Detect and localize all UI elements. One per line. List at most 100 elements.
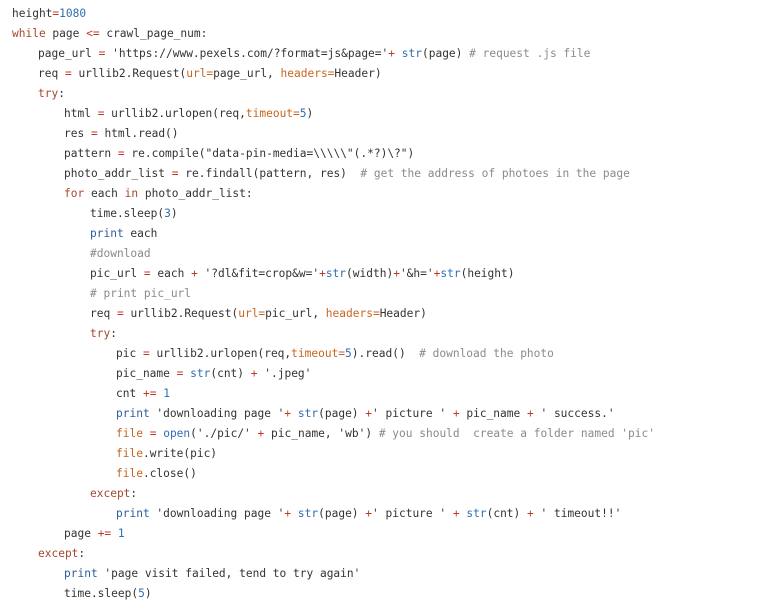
code-token-num: 3 bbox=[164, 207, 171, 220]
code-line: photo_addr_list = re.findall(pattern, re… bbox=[64, 164, 630, 184]
code-token-plain: (page) bbox=[318, 507, 366, 520]
code-token-comment: # download the photo bbox=[419, 347, 554, 360]
code-token-plain: pic bbox=[116, 347, 143, 360]
code-token-comment: # print pic_url bbox=[90, 287, 192, 300]
code-token-kw: except bbox=[90, 487, 131, 500]
code-token-op: + bbox=[452, 407, 460, 420]
code-token-plain: pic_url bbox=[90, 267, 144, 280]
code-token-op: + bbox=[527, 507, 534, 520]
code-token-plain: ) bbox=[306, 107, 314, 120]
code-line: pic_url = each + '?dl&fit=crop&w='+str(w… bbox=[90, 264, 514, 284]
code-token-plain: time.sleep( bbox=[64, 587, 139, 600]
code-line: while page <= crawl_page_num: bbox=[12, 24, 207, 44]
code-token-kw: for bbox=[64, 187, 85, 200]
code-line: #download bbox=[90, 244, 151, 264]
code-token-plain: pattern bbox=[64, 147, 118, 160]
code-line: file.write(pic) bbox=[116, 444, 217, 464]
code-token-plain: (height) bbox=[460, 267, 515, 280]
code-token-plain: urllib2.Request( bbox=[71, 67, 187, 80]
code-token-op: = bbox=[52, 7, 60, 20]
code-token-plain: time.sleep( bbox=[90, 207, 165, 220]
code-token-op: + bbox=[257, 427, 265, 440]
code-token-builtin: print bbox=[116, 407, 150, 420]
code-token-str: ' timeout!!' bbox=[533, 507, 622, 520]
code-token-plain: urllib2.urlopen(req, bbox=[149, 347, 292, 360]
code-token-op: = bbox=[171, 167, 179, 180]
code-token-op: = bbox=[149, 427, 157, 440]
code-token-param: headers= bbox=[325, 307, 380, 320]
code-token-func: str bbox=[190, 367, 211, 380]
code-token-op: = bbox=[117, 147, 125, 160]
code-token-comment: #download bbox=[90, 247, 151, 260]
code-token-plain: ( bbox=[190, 427, 197, 440]
code-token-plain bbox=[291, 407, 298, 420]
code-token-plain: re.compile( bbox=[124, 147, 206, 160]
code-token-str: 'wb' bbox=[338, 427, 366, 440]
code-token-op: = bbox=[116, 307, 124, 320]
code-token-op: = bbox=[98, 47, 106, 60]
code-line: try: bbox=[90, 324, 117, 344]
code-token-op: + bbox=[365, 507, 373, 520]
code-token-op: += bbox=[142, 387, 157, 400]
code-token-op: <= bbox=[86, 27, 100, 40]
code-token-kw: in bbox=[124, 187, 139, 200]
code-token-plain: (page) bbox=[421, 47, 470, 60]
code-line: req = urllib2.Request(url=pic_url, heade… bbox=[90, 304, 427, 324]
code-line: except: bbox=[90, 484, 137, 504]
code-token-plain: ) bbox=[144, 587, 152, 600]
code-token-num: 5 bbox=[345, 347, 352, 360]
code-token-plain: res bbox=[64, 127, 91, 140]
code-token-param: headers= bbox=[280, 67, 335, 80]
code-token-plain: urllib2.Request( bbox=[123, 307, 239, 320]
code-token-builtin: print bbox=[90, 227, 124, 240]
code-token-plain bbox=[395, 47, 402, 60]
code-line: file = open('./pic/' + pic_name, 'wb') #… bbox=[116, 424, 655, 444]
code-token-plain bbox=[111, 527, 118, 540]
code-token-str: 'https://www.pexels.com/?format=js&page=… bbox=[105, 47, 389, 60]
code-token-plain: (page) bbox=[318, 407, 366, 420]
code-token-str: 'downloading page ' bbox=[149, 407, 285, 420]
code-line: print 'page visit failed, tend to try ag… bbox=[64, 564, 360, 584]
code-token-plain: crawl_page_num: bbox=[99, 27, 208, 40]
code-token-kw: except bbox=[38, 547, 79, 560]
code-token-plain bbox=[143, 427, 150, 440]
code-token-plain: pic_name, bbox=[264, 427, 339, 440]
code-token-op: + bbox=[284, 507, 292, 520]
code-token-str: 'downloading page ' bbox=[149, 507, 285, 520]
code-token-num: 1 bbox=[117, 527, 125, 540]
code-line: except: bbox=[38, 544, 85, 564]
code-line: file.close() bbox=[116, 464, 197, 484]
code-token-plain: (cnt) bbox=[210, 367, 251, 380]
code-token-plain: page_url bbox=[38, 47, 99, 60]
code-token-plain bbox=[446, 507, 453, 520]
code-line: print 'downloading page '+ str(page) +' … bbox=[116, 404, 615, 424]
code-token-plain: pic_url, bbox=[265, 307, 326, 320]
code-token-param: url= bbox=[186, 67, 214, 80]
code-token-plain: height bbox=[12, 7, 53, 20]
code-token-plain: urllib2.urlopen(req, bbox=[104, 107, 246, 120]
code-token-func: str bbox=[325, 267, 347, 280]
code-token-param: timeout= bbox=[245, 107, 300, 120]
code-token-plain: : bbox=[58, 87, 65, 100]
code-token-op: + bbox=[319, 267, 326, 280]
code-token-op: + bbox=[388, 47, 396, 60]
code-token-op: = bbox=[64, 67, 72, 80]
code-token-plain bbox=[291, 507, 298, 520]
code-line: print each bbox=[90, 224, 157, 244]
code-token-op: = bbox=[143, 267, 151, 280]
code-token-op: + bbox=[452, 507, 460, 520]
code-token-str: ' success.' bbox=[533, 407, 615, 420]
code-line: page_url = 'https://www.pexels.com/?form… bbox=[38, 44, 590, 64]
code-token-plain: page bbox=[45, 27, 87, 40]
code-token-plain: ) bbox=[407, 147, 415, 160]
code-token-op: + bbox=[433, 267, 441, 280]
code-token-plain: ) bbox=[170, 207, 178, 220]
code-token-kw: try bbox=[38, 87, 59, 100]
code-token-num: 5 bbox=[138, 587, 145, 600]
code-token-str: ' picture ' bbox=[372, 507, 447, 520]
code-line: time.sleep(5) bbox=[64, 584, 152, 604]
code-token-plain: cnt bbox=[116, 387, 143, 400]
code-token-plain: re.findall(pattern, res) bbox=[178, 167, 361, 180]
code-token-comment: # you should create a folder named 'pic' bbox=[378, 427, 655, 440]
